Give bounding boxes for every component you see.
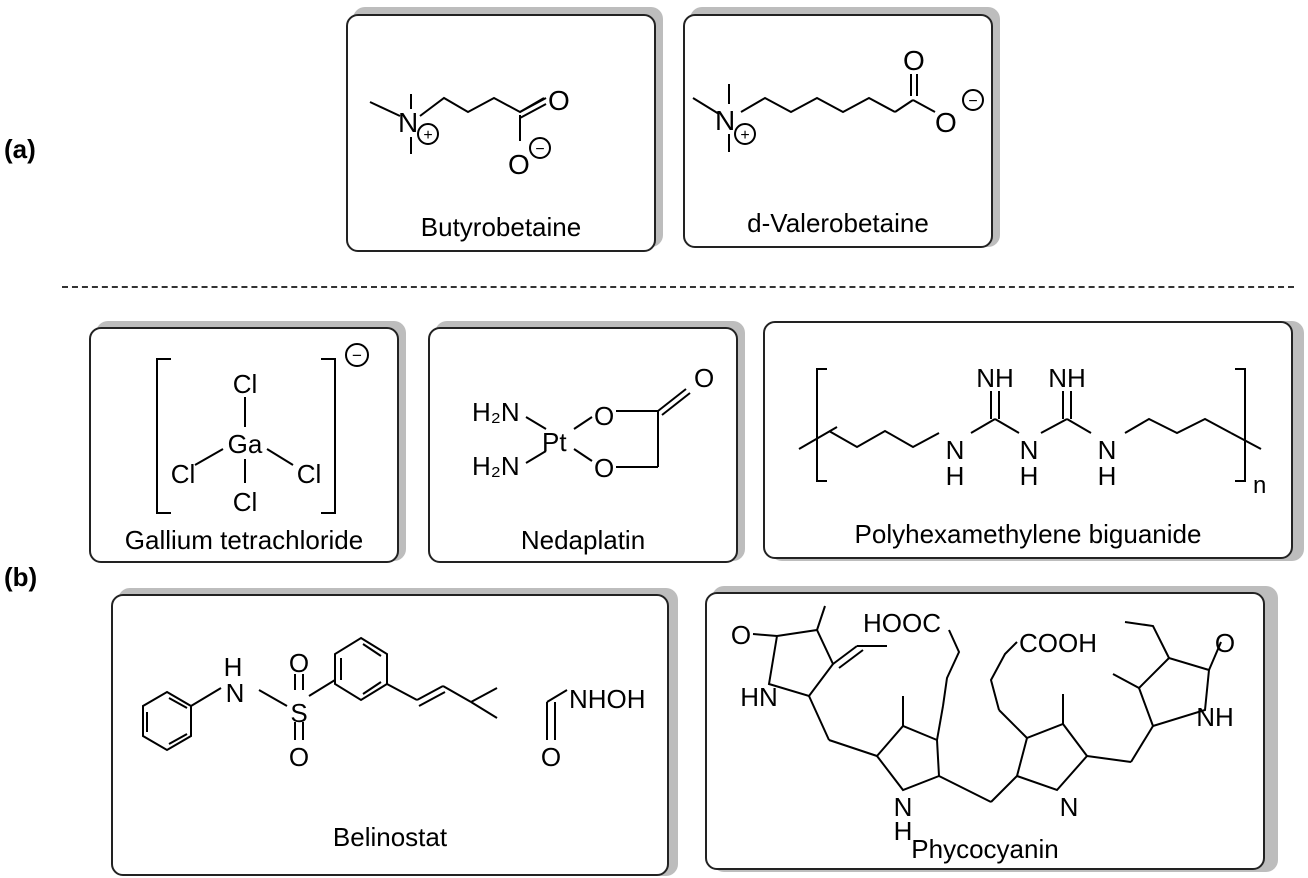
atom-nh: NH — [1048, 363, 1086, 393]
compound-name: Polyhexamethylene biguanide — [854, 519, 1202, 549]
atom-h: H — [1098, 461, 1117, 491]
atom-cl: Cl — [171, 459, 196, 489]
charge-minus: − — [968, 93, 977, 110]
atom-o: O — [594, 453, 614, 483]
charge-plus: + — [740, 127, 749, 144]
atom-o: O — [903, 45, 925, 76]
butyrobetaine-structure: N + O O − — [369, 85, 570, 180]
atom-n: N — [1098, 435, 1117, 465]
atom-nhoh: NHOH — [569, 684, 646, 714]
atom-o: O — [594, 401, 614, 431]
compound-card-gallium: Cl Ga Cl Cl Cl − Gallium tetrachloride — [89, 327, 399, 563]
phmb-structure: N H NH N H NH N H n — [798, 363, 1266, 499]
compound-name: Phycocyanin — [911, 834, 1059, 864]
compound-name: Nedaplatin — [520, 525, 646, 555]
atom-o: O — [541, 742, 561, 772]
valerobetaine-structure: N + O O − — [692, 45, 984, 152]
atom-o: O — [548, 85, 570, 116]
atom-hn: HN — [740, 682, 778, 712]
atom-o: O — [694, 363, 714, 393]
phycocyanin-structure: O HN HOOC COOH N H N NH O — [731, 605, 1235, 846]
compound-name: d-Valerobetaine — [747, 208, 929, 238]
compound-card-phmb: N H NH N H NH N H n Polyhexamethylene bi… — [763, 321, 1293, 559]
section-divider — [62, 286, 1294, 288]
atom-cooh: COOH — [1019, 628, 1097, 658]
atom-h: H — [894, 816, 913, 846]
compound-card-butyrobetaine: N + O O − Butyrobetaine — [346, 14, 656, 252]
section-label-a: (a) — [4, 134, 36, 164]
atom-h: H — [946, 461, 965, 491]
atom-o: O — [508, 149, 530, 180]
atom-cl: Cl — [297, 459, 322, 489]
atom-o: O — [731, 620, 751, 650]
atom-n: N — [715, 105, 735, 136]
compound-card-phycocyanin: O HN HOOC COOH N H N NH O Phycocyanin — [705, 592, 1265, 870]
atom-pt: Pt — [542, 427, 567, 457]
atom-n: N — [398, 107, 418, 138]
atom-n: N — [1020, 435, 1039, 465]
atom-o: O — [1215, 628, 1235, 658]
compound-name: Belinostat — [332, 822, 448, 852]
charge-minus: − — [352, 346, 362, 365]
gallium-structure: Cl Ga Cl Cl Cl − — [156, 343, 369, 517]
atom-n: N — [1060, 792, 1079, 822]
atom-h: H — [224, 652, 243, 682]
atom-n: N — [226, 678, 245, 708]
atom-cl: Cl — [233, 487, 258, 517]
compound-card-belinostat: H N S O O NHOH O Belinostat — [111, 594, 669, 876]
atom-o: O — [935, 107, 957, 138]
atom-n: N — [894, 792, 913, 822]
charge-minus: − — [535, 141, 544, 158]
charge-plus: + — [423, 127, 432, 144]
atom-o: O — [289, 742, 309, 772]
atom-h: H — [1020, 461, 1039, 491]
section-label-b: (b) — [4, 562, 38, 592]
repeat-subscript: n — [1253, 472, 1266, 499]
atom-ga: Ga — [228, 429, 263, 459]
nedaplatin-structure: H₂N H₂N Pt O O O — [472, 363, 714, 483]
atom-hooc: HOOC — [863, 608, 941, 638]
atom-s: S — [290, 698, 307, 728]
compound-name: Gallium tetrachloride — [124, 525, 364, 555]
atom-h2n: H₂N — [472, 397, 520, 427]
atom-nh: NH — [976, 363, 1014, 393]
compound-name: Butyrobetaine — [420, 212, 582, 242]
atom-cl: Cl — [233, 369, 258, 399]
atom-o: O — [289, 648, 309, 678]
compound-card-valerobetaine: N + O O − d-Valerobetaine — [683, 14, 993, 248]
atom-nh: NH — [1196, 702, 1234, 732]
compound-card-nedaplatin: H₂N H₂N Pt O O O Nedaplatin — [428, 327, 738, 563]
atom-n: N — [946, 435, 965, 465]
atom-h2n: H₂N — [472, 451, 520, 481]
belinostat-structure: H N S O O NHOH O — [142, 636, 646, 772]
